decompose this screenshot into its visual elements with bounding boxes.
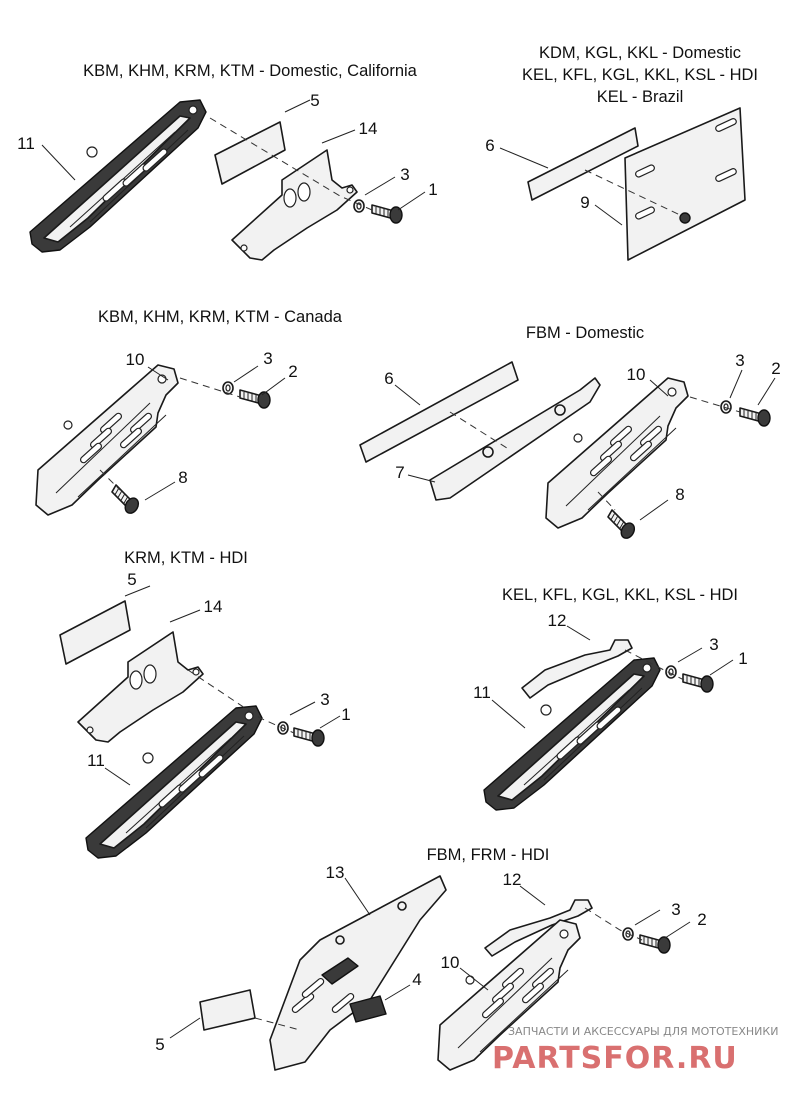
- callout-5: 5: [127, 570, 136, 589]
- group7-title: FBM, FRM - HDI: [427, 846, 550, 864]
- watermark-logo: PARTSFOR.RU: [492, 1041, 738, 1076]
- callout-2: 2: [771, 359, 780, 378]
- group2-title-line2: KEL, KFL, KGL, KKL, KSL - HDI: [522, 66, 758, 84]
- callout-1: 1: [738, 649, 747, 668]
- bracket-13-part: [269, 875, 447, 1071]
- group4-title: FBM - Domestic: [526, 324, 644, 342]
- callout-6: 6: [384, 369, 393, 388]
- strip-6-part: [359, 361, 519, 463]
- callout-10: 10: [126, 350, 145, 369]
- callout-2: 2: [288, 362, 297, 381]
- callout-1: 1: [341, 705, 350, 724]
- callout-6: 6: [485, 136, 494, 155]
- callout-11: 11: [17, 134, 35, 153]
- group2-title-line1: KDM, KGL, KKL - Domestic: [539, 44, 741, 62]
- screw-2-part: [739, 407, 771, 427]
- callout-8: 8: [178, 468, 187, 487]
- callout-12: 12: [503, 870, 522, 889]
- bolt-8-part: [602, 509, 639, 542]
- callout-14: 14: [359, 119, 378, 138]
- group6-title: KEL, KFL, KGL, KKL, KSL - HDI: [502, 586, 738, 604]
- callout-9: 9: [580, 193, 589, 212]
- washer-3-part: [720, 400, 732, 414]
- plate-9-part: [624, 107, 746, 261]
- watermark-text: ЗАПЧАСТИ И АКСЕССУАРЫ ДЛЯ МОТОТЕХНИКИ: [508, 1025, 778, 1038]
- strip-6-part: [527, 127, 639, 201]
- callout-8: 8: [675, 485, 684, 504]
- callout-10: 10: [441, 953, 460, 972]
- callout-10: 10: [627, 365, 646, 384]
- washer-3-part: [665, 665, 677, 679]
- callout-4: 4: [412, 970, 421, 989]
- bracket-11-part: [29, 99, 207, 253]
- bracket-11-part: [483, 657, 661, 811]
- pad-5-part: [214, 121, 286, 185]
- callout-1: 1: [428, 180, 437, 199]
- callout-13: 13: [326, 863, 345, 882]
- group2-title-line3: KEL - Brazil: [597, 88, 684, 106]
- callout-14: 14: [204, 597, 223, 616]
- group5-title: KRM, KTM - HDI: [124, 549, 248, 567]
- pad-5-part: [199, 989, 256, 1031]
- callout-5: 5: [310, 91, 319, 110]
- washer-3-part: [222, 381, 234, 395]
- screw-1-part: [293, 727, 325, 747]
- strap-12-part: [484, 899, 593, 957]
- callout-3: 3: [400, 165, 409, 184]
- callout-7: 7: [395, 463, 404, 482]
- callout-3: 3: [735, 351, 744, 370]
- bolt-8-part: [106, 484, 143, 517]
- callout-3: 3: [320, 690, 329, 709]
- callout-3: 3: [671, 900, 680, 919]
- callout-2: 2: [697, 910, 706, 929]
- callout-3: 3: [709, 635, 718, 654]
- callout-11: 11: [473, 683, 491, 702]
- strap-12-part: [521, 639, 633, 699]
- pad-5-part: [59, 600, 131, 665]
- pad-4-part: [349, 995, 387, 1023]
- group3-title: KBM, KHM, KRM, KTM - Canada: [98, 308, 343, 326]
- callout-3: 3: [263, 349, 272, 368]
- callout-12: 12: [548, 611, 567, 630]
- washer-3-part: [353, 199, 365, 213]
- callout-5: 5: [155, 1035, 164, 1054]
- screw-1-part: [371, 204, 403, 224]
- screw-1-part: [682, 673, 714, 693]
- callout-11: 11: [87, 751, 105, 770]
- group1-title: KBM, KHM, KRM, KTM - Domestic, Californi…: [83, 62, 418, 80]
